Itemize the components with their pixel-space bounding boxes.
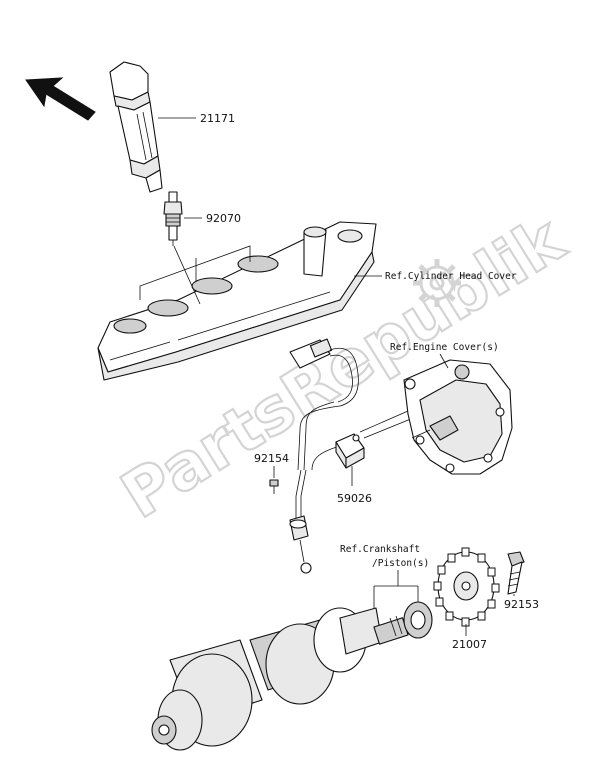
ref-cylinder-head-cover[interactable]: Ref.Cylinder Head Cover — [385, 271, 517, 282]
bolt-92154-part[interactable] — [269, 479, 279, 494]
timing-gear[interactable] — [403, 601, 433, 639]
engine-cover[interactable] — [403, 359, 513, 475]
front-arrow-icon — [25, 77, 96, 121]
ignition-coil[interactable] — [109, 61, 163, 193]
spark-plug[interactable] — [163, 191, 183, 246]
crankshaft[interactable] — [151, 607, 409, 751]
bolt-92153-part[interactable] — [507, 551, 525, 595]
ref-piston[interactable]: /Piston(s) — [372, 558, 429, 569]
part-number-21007[interactable]: 21007 — [452, 638, 487, 651]
ref-engine-cover[interactable]: Ref.Engine Cover(s) — [390, 342, 499, 353]
part-number-92154[interactable]: 92154 — [254, 452, 289, 465]
plug-insertion-guide — [173, 245, 201, 305]
wire-harness[interactable] — [289, 338, 359, 574]
cylinder-head-cover[interactable] — [97, 221, 377, 381]
leader-ref-engine-cover — [439, 353, 449, 369]
part-number-92153[interactable]: 92153 — [504, 598, 539, 611]
ref-crankshaft[interactable]: Ref.Crankshaft — [340, 544, 420, 555]
timing-rotor[interactable] — [433, 547, 500, 627]
part-number-59026[interactable]: 59026 — [337, 492, 372, 505]
part-number-92070[interactable]: 92070 — [206, 212, 241, 225]
gear-icon — [413, 259, 461, 307]
part-number-21171[interactable]: 21171 — [200, 112, 235, 125]
